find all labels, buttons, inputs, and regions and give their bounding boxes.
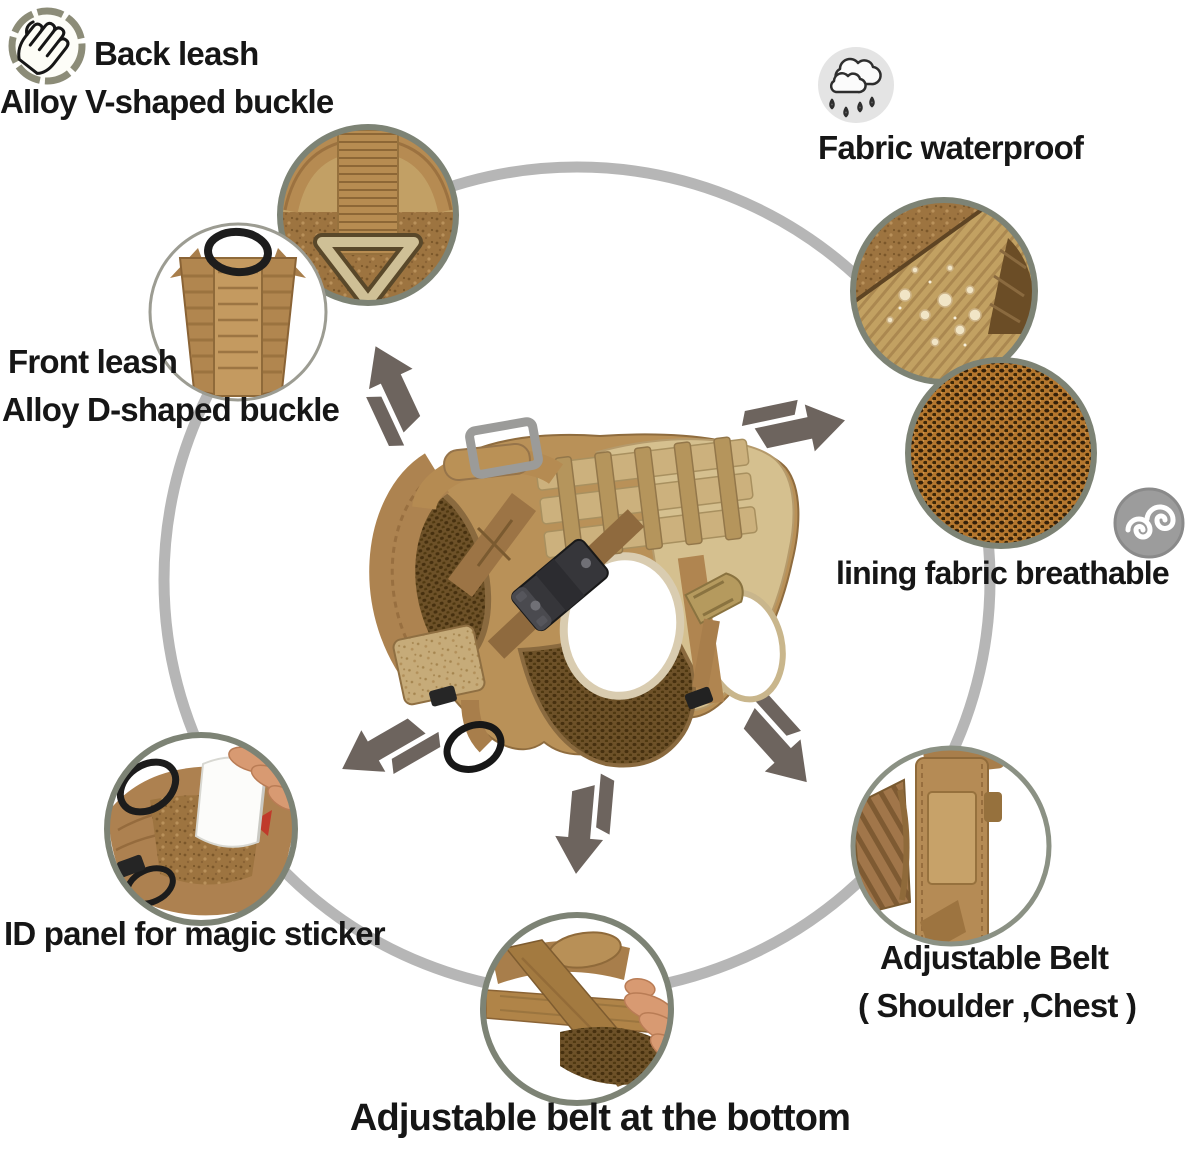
adjustable-belt-label-line2: ( Shoulder ,Chest )	[858, 987, 1137, 1024]
side-release-buckle	[684, 572, 744, 625]
wind-swirl-icon	[1113, 487, 1185, 559]
arrow-to-bottom-belt	[552, 770, 615, 877]
arrow-to-id-panel	[330, 697, 446, 795]
front-leash-label-line2: Alloy D-shaped buckle	[2, 391, 340, 428]
lining-breathable-label: lining fabric breathable	[836, 555, 1170, 591]
back-leash-label-line1: Back leash	[94, 35, 259, 72]
inset-breathable-mesh-photo	[905, 357, 1097, 549]
arrow-to-back-leash	[348, 336, 441, 452]
inset-waterproof-photo	[850, 197, 1038, 385]
rain-cloud-icon	[818, 47, 894, 123]
adjustable-belt-label-line1: Adjustable Belt	[880, 939, 1109, 976]
arrow-to-adjustable-belt	[720, 686, 830, 799]
harness-photo	[369, 417, 800, 773]
fabric-waterproof-label: Fabric waterproof	[818, 129, 1084, 166]
id-panel-label: ID panel for magic sticker	[4, 915, 386, 952]
front-leash-label-line1: Front leash	[8, 343, 178, 380]
hand-icon	[8, 7, 86, 85]
bottom-belt-label: Adjustable belt at the bottom	[349, 1097, 851, 1139]
inset-id-panel-photo	[104, 732, 298, 926]
cobra-buckle	[511, 538, 609, 632]
inset-d-buckle-photo	[148, 222, 328, 402]
inset-bottom-belt-photo	[480, 912, 674, 1106]
inset-shoulder-strap-photo	[850, 745, 1052, 947]
back-leash-label-line2: Alloy V-shaped buckle	[0, 83, 334, 120]
